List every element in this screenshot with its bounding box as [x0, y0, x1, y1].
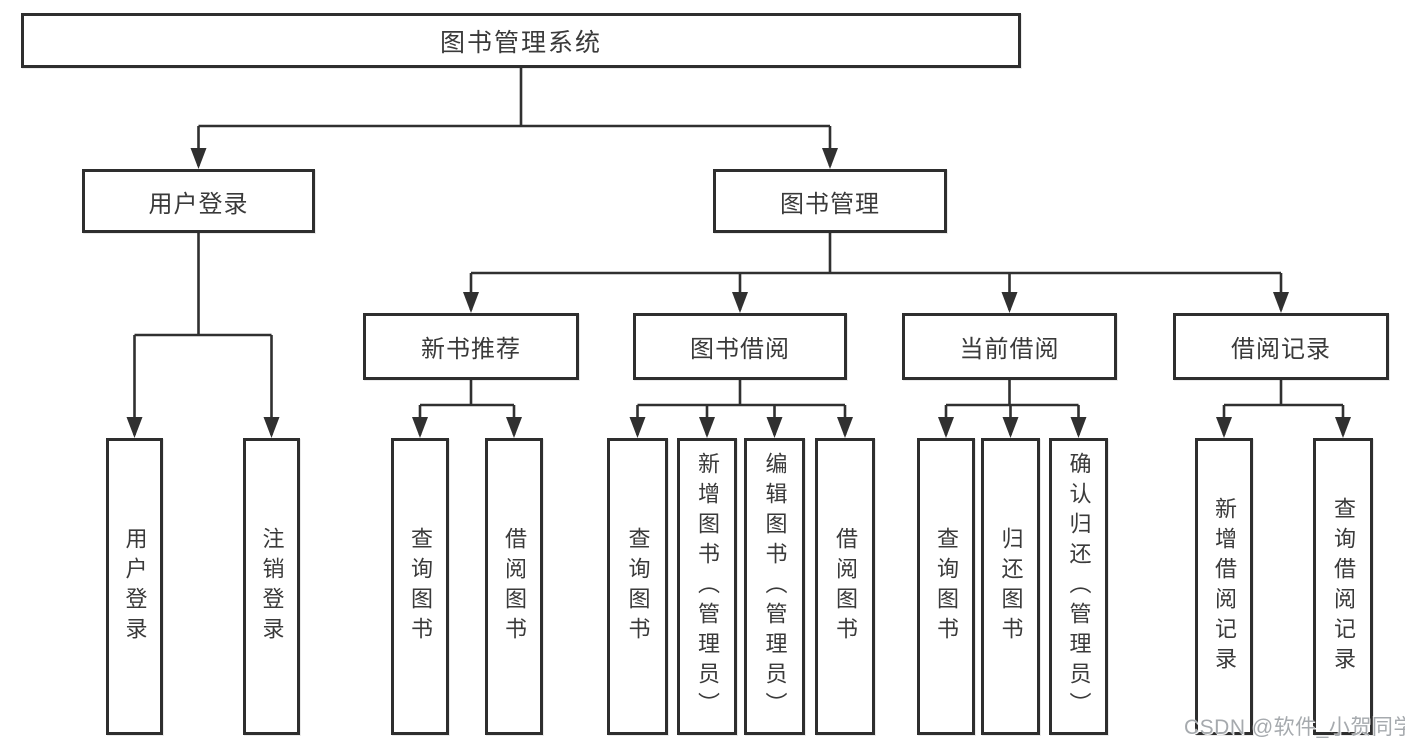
- node-label: 新增借阅记录: [1212, 496, 1237, 677]
- node-label: 借阅记录: [1231, 336, 1331, 363]
- node-label: 确认归还（管理员）: [1066, 451, 1092, 722]
- node-current-borrowing: 当前借阅: [902, 313, 1117, 380]
- node-leaf-query-books-recommend: 查询图书: [391, 438, 449, 735]
- node-label: 查询图书: [934, 526, 959, 647]
- node-label: 查询图书: [625, 526, 651, 647]
- csdn-watermark: CSDN @软件_小贺同学: [1184, 716, 1405, 739]
- node-label: 注销登录: [259, 526, 285, 647]
- node-label: 归还图书: [998, 526, 1024, 647]
- node-library-system: 图书管理系统: [21, 13, 1021, 68]
- node-label: 新书推荐: [421, 336, 521, 363]
- node-label: 图书管理: [780, 190, 880, 218]
- node-leaf-logout: 注销登录: [243, 438, 300, 735]
- node-label: 查询借阅记录: [1331, 496, 1356, 677]
- node-leaf-borrow-books-borrowing: 借阅图书: [815, 438, 875, 735]
- node-leaf-add-books-admin: 新增图书（管理员）: [677, 438, 737, 735]
- node-book-borrowing: 图书借阅: [633, 313, 847, 380]
- node-new-book-recommend: 新书推荐: [363, 313, 579, 380]
- node-leaf-query-books-current: 查询图书: [917, 438, 975, 735]
- node-label: 查询图书: [408, 526, 433, 647]
- node-label: 当前借阅: [959, 336, 1060, 363]
- node-leaf-return-books: 归还图书: [981, 438, 1040, 735]
- node-leaf-borrow-books-recommend: 借阅图书: [485, 438, 543, 735]
- node-borrowing-records: 借阅记录: [1173, 313, 1389, 380]
- node-leaf-confirm-return-admin: 确认归还（管理员）: [1049, 438, 1108, 735]
- node-leaf-query-books-borrowing: 查询图书: [607, 438, 668, 735]
- node-label: 用户登录: [148, 190, 249, 218]
- node-label: 编辑图书（管理员）: [762, 451, 788, 722]
- node-user-login: 用户登录: [82, 169, 315, 233]
- node-leaf-add-borrow-record: 新增借阅记录: [1195, 438, 1253, 735]
- node-leaf-user-login: 用户登录: [106, 438, 163, 735]
- node-book-management: 图书管理: [713, 169, 947, 233]
- node-label: 图书管理系统: [439, 28, 602, 57]
- node-label: 新增图书（管理员）: [695, 451, 720, 722]
- node-leaf-edit-books-admin: 编辑图书（管理员）: [744, 438, 805, 735]
- node-label: 图书借阅: [690, 336, 790, 363]
- node-label: 借阅图书: [833, 526, 858, 647]
- node-leaf-query-borrow-record: 查询借阅记录: [1313, 438, 1373, 735]
- node-label: 用户登录: [122, 526, 148, 647]
- node-label: 借阅图书: [502, 526, 527, 647]
